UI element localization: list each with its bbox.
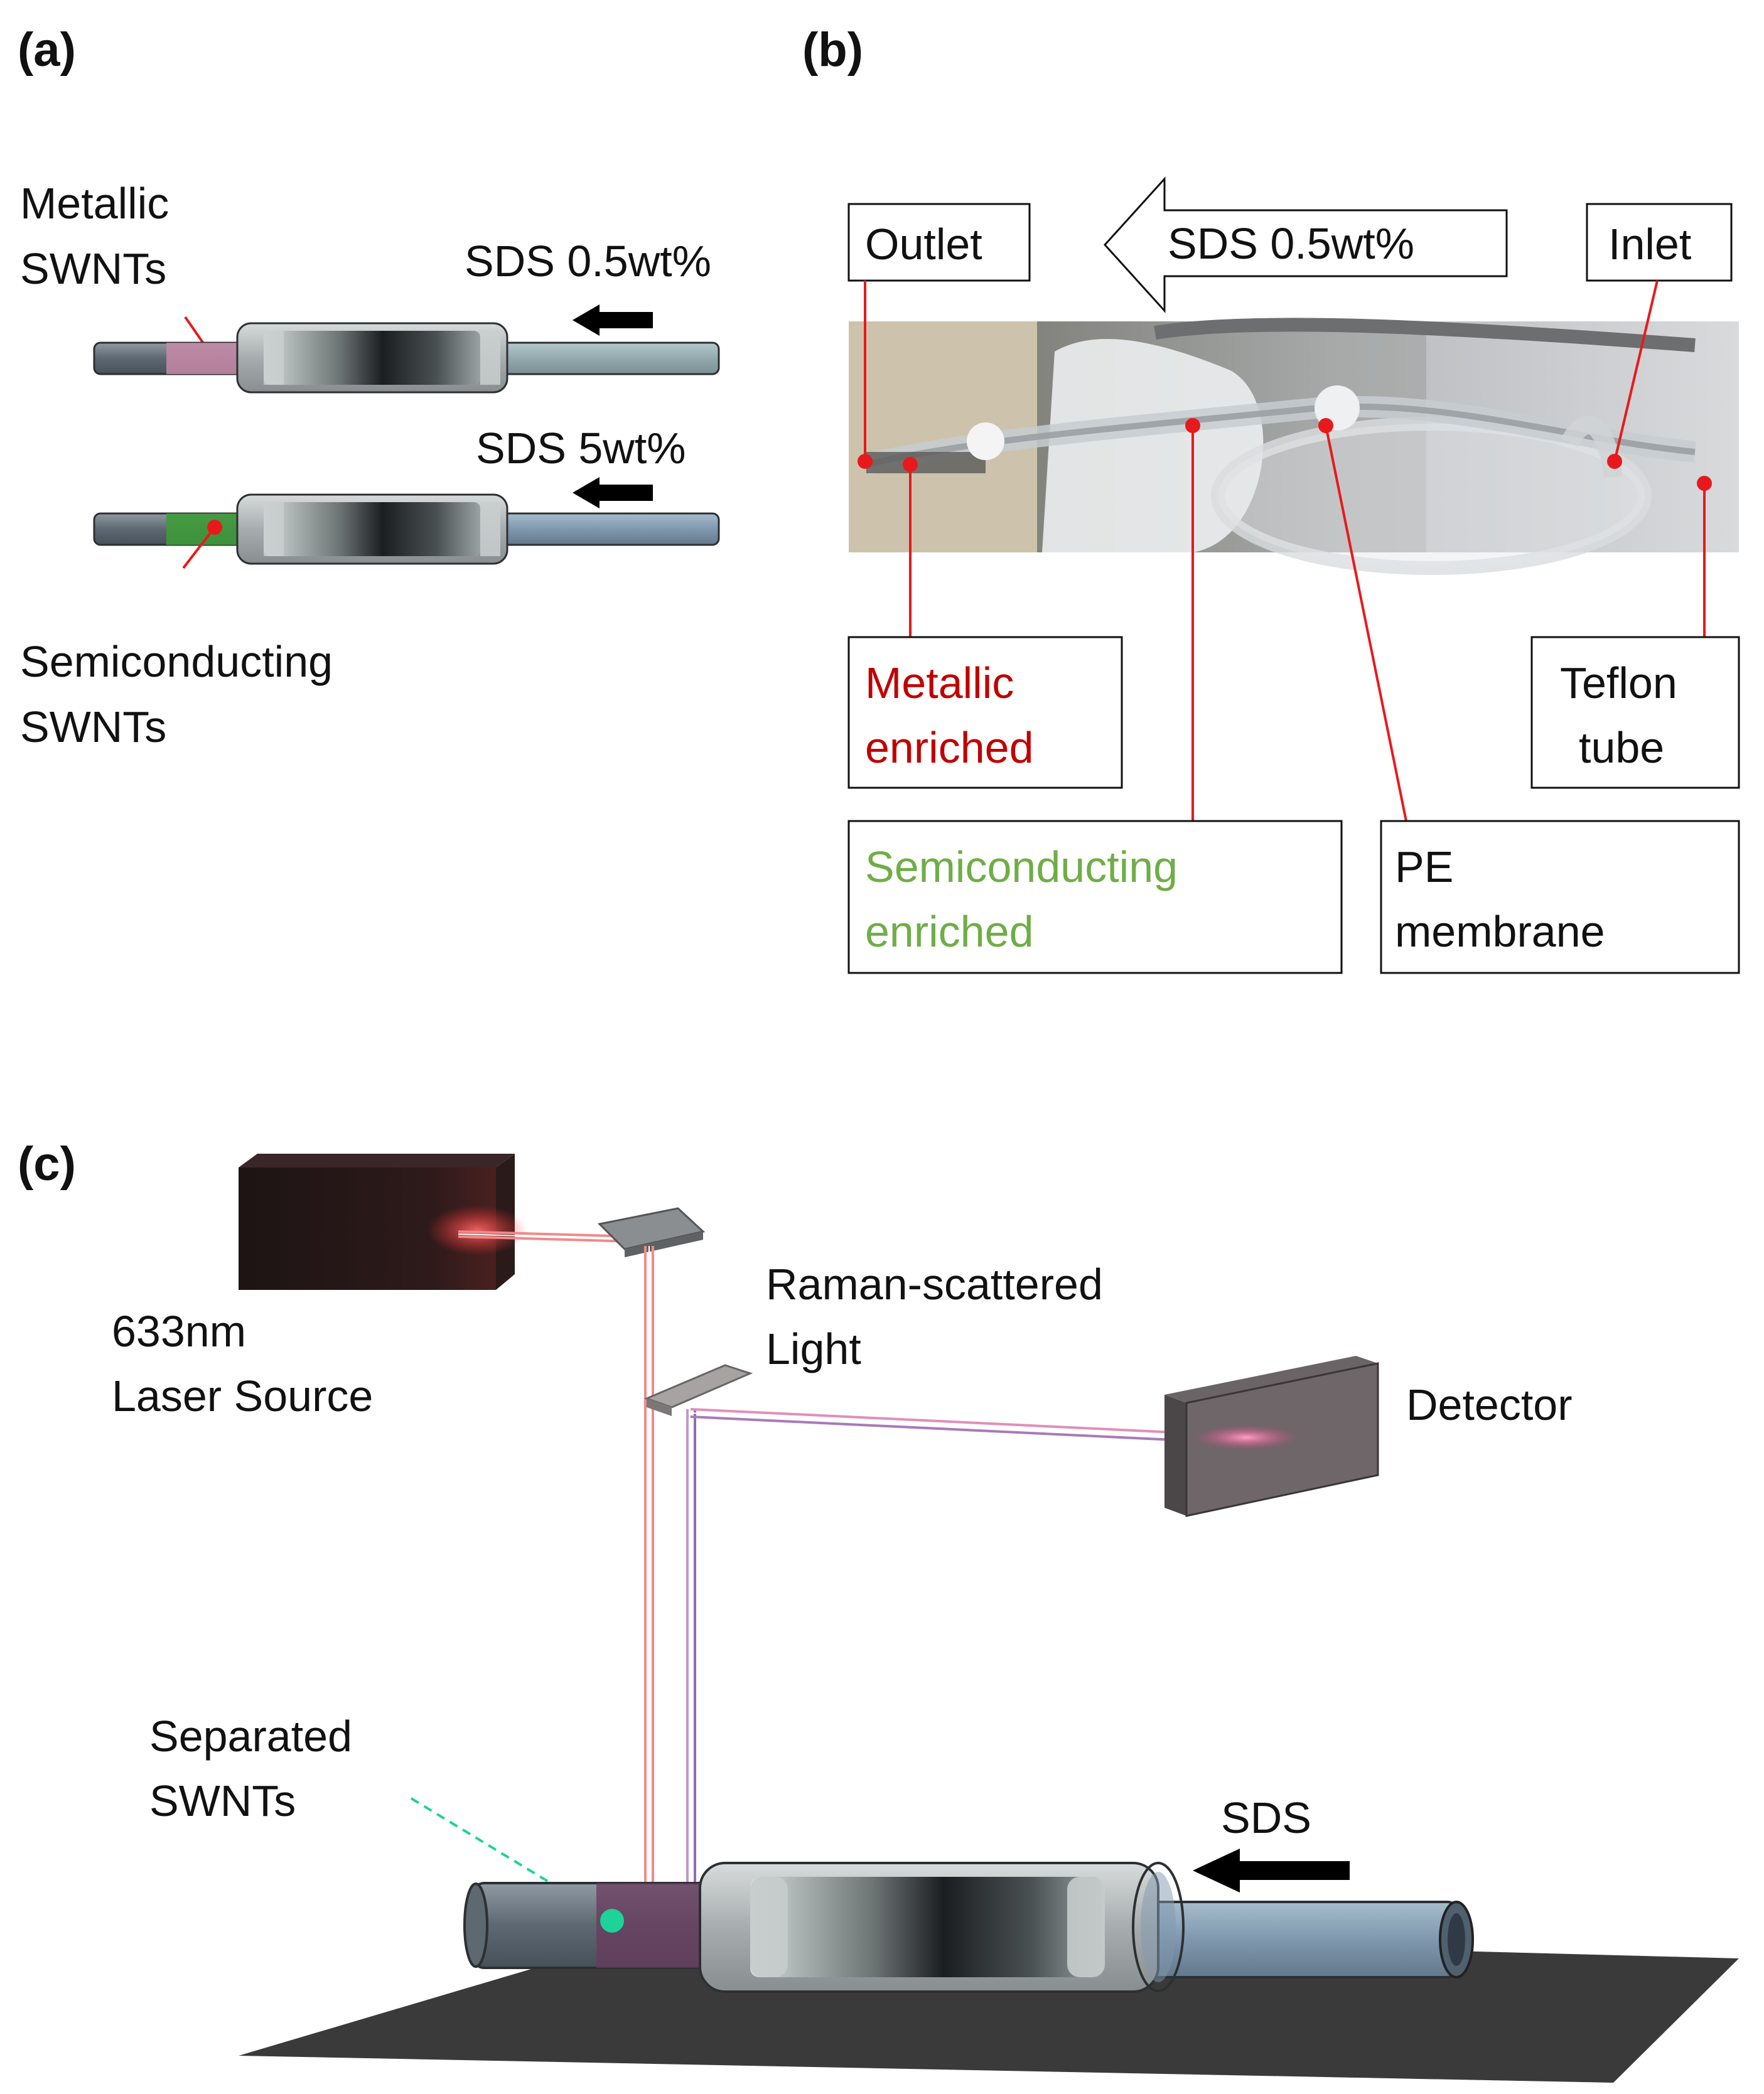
semiconducting-enriched-label-line1: Semiconducting xyxy=(865,842,1178,891)
panel-a: (a) Metallic SWNTs SDS 0.5wt% SDS 5wt% xyxy=(18,23,720,751)
panel-b-label: (b) xyxy=(802,23,863,77)
metallic-enriched-label-line1: Metallic xyxy=(865,658,1014,707)
detector xyxy=(1164,1356,1379,1517)
sds-top-label: SDS 0.5wt% xyxy=(465,237,711,286)
outlet-box xyxy=(847,203,1031,282)
panel-b: (b) Outlet SDS 0.5wt% Inlet xyxy=(802,23,1740,974)
semiconducting-swnts-label-line1: Semiconducting xyxy=(20,637,333,686)
laser-source xyxy=(239,1154,527,1290)
panel-a-label: (a) xyxy=(18,23,76,77)
flow-direction-arrow xyxy=(1103,176,1508,313)
semiconducting-swnts-label-line2: SWNTs xyxy=(20,702,166,751)
separated-swnts-dot xyxy=(600,1909,624,1933)
column-bottom xyxy=(93,493,720,565)
metallic-swnts-label-line1: Metallic xyxy=(20,179,169,228)
metallic-enriched-label-line2: enriched xyxy=(865,723,1034,772)
pe-membrane-label-line2: membrane xyxy=(1395,907,1605,956)
raman-light-label-line2: Light xyxy=(766,1324,861,1373)
outlet-label: Outlet xyxy=(865,220,982,269)
column-bottom-filter xyxy=(264,502,480,556)
separated-swnts-label-line1: Separated xyxy=(149,1712,352,1761)
detector-label: Detector xyxy=(1406,1380,1573,1429)
panel-c: (c) 633nm Laser Source Raman-scattered xyxy=(18,1137,1739,2083)
sds-label: SDS xyxy=(1221,1793,1311,1842)
metallic-enriched-box xyxy=(847,636,1123,789)
flow-arrow-top xyxy=(573,304,653,336)
sds-bottom-label: SDS 5wt% xyxy=(476,424,686,473)
inlet-box xyxy=(1586,203,1733,282)
panel-c-label: (c) xyxy=(18,1137,76,1191)
sds-flow-arrow xyxy=(1193,1849,1350,1893)
column-top xyxy=(93,322,720,394)
laser-source-label-line2: Laser Source xyxy=(112,1372,373,1420)
teflon-tube-box xyxy=(1530,636,1740,789)
column-top-right-tube xyxy=(495,341,720,375)
laser-beam-horizontal xyxy=(458,1230,635,1238)
setup-photo xyxy=(849,318,1739,575)
teflon-tube-label-line1: Teflon xyxy=(1560,658,1677,707)
raman-beam-horizontal xyxy=(690,1408,1175,1434)
flow-label: SDS 0.5wt% xyxy=(1168,219,1414,268)
teflon-tube-label-line2: tube xyxy=(1579,723,1664,772)
pe-membrane-box xyxy=(1380,820,1740,974)
inlet-pointer-line xyxy=(1613,280,1659,462)
column-top-filter xyxy=(264,331,480,385)
column-bottom-right-tube xyxy=(495,512,720,546)
column-assembly xyxy=(463,1862,1474,1993)
mirror-beam-splitter xyxy=(643,1364,753,1409)
outlet-pointer-dot xyxy=(858,454,873,469)
semiconducting-enriched-label-line2: enriched xyxy=(865,907,1034,956)
pe-membrane-label-line1: PE xyxy=(1395,842,1453,891)
raman-light-label-line1: Raman-scattered xyxy=(766,1260,1103,1309)
separated-swnts-label-line2: SWNTs xyxy=(149,1776,296,1825)
pe-membrane-pointer-line xyxy=(1325,425,1407,822)
separated-swnts-pointer-line xyxy=(410,1797,609,1919)
semiconducting-pointer-line xyxy=(182,526,216,569)
laser-source-label-line1: 633nm xyxy=(112,1307,246,1356)
column-filter xyxy=(750,1877,1102,1977)
inlet-label: Inlet xyxy=(1608,220,1691,269)
flow-arrow-bottom xyxy=(573,477,653,508)
metallic-swnts-label-line2: SWNTs xyxy=(20,244,166,293)
inlet-pointer-dot xyxy=(1607,454,1622,469)
semiconducting-enriched-box xyxy=(847,820,1343,974)
